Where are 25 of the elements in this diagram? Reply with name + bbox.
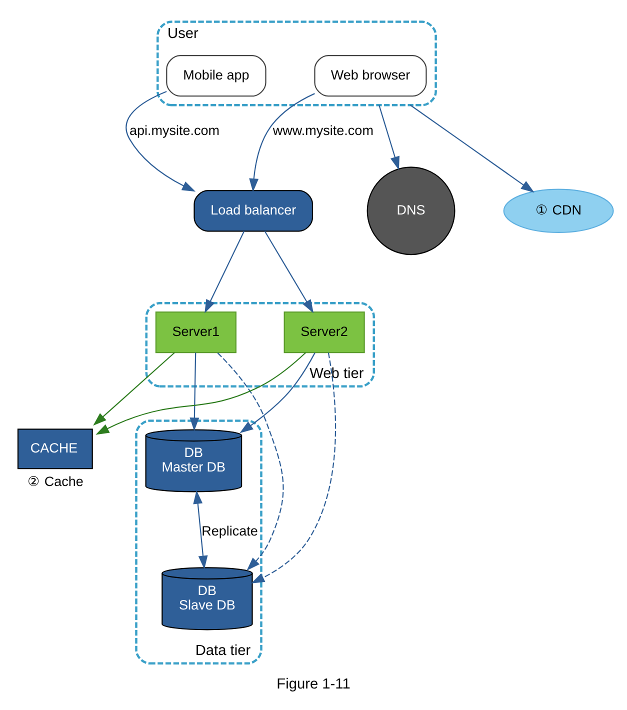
node-box: Mobile app <box>166 55 266 97</box>
arrow <box>193 490 208 570</box>
arrow <box>410 104 534 193</box>
arrow <box>93 352 175 426</box>
node-box: Load balancer <box>194 190 314 232</box>
arrow <box>249 93 315 192</box>
arrow <box>217 352 284 571</box>
arrow <box>240 352 316 434</box>
edge-label: www.mysite.com <box>272 123 374 138</box>
node-label: ② Cache <box>28 474 84 490</box>
edge-label: api.mysite.com <box>130 123 220 138</box>
edge-label: Replicate <box>202 524 258 539</box>
node-circle: DNS <box>366 166 456 256</box>
arrow <box>190 352 200 432</box>
arrow <box>126 90 196 192</box>
arrow <box>378 104 400 170</box>
node-ellipse: ① CDN <box>503 188 614 234</box>
arrow <box>251 352 336 584</box>
node-box: Server1 <box>155 312 236 354</box>
node-box: Web browser <box>314 55 427 97</box>
arrow <box>204 230 245 314</box>
caption: Figure 1-11 <box>276 676 350 693</box>
arrow <box>264 230 314 314</box>
node-box: Server2 <box>284 312 365 354</box>
arrow <box>96 352 306 435</box>
